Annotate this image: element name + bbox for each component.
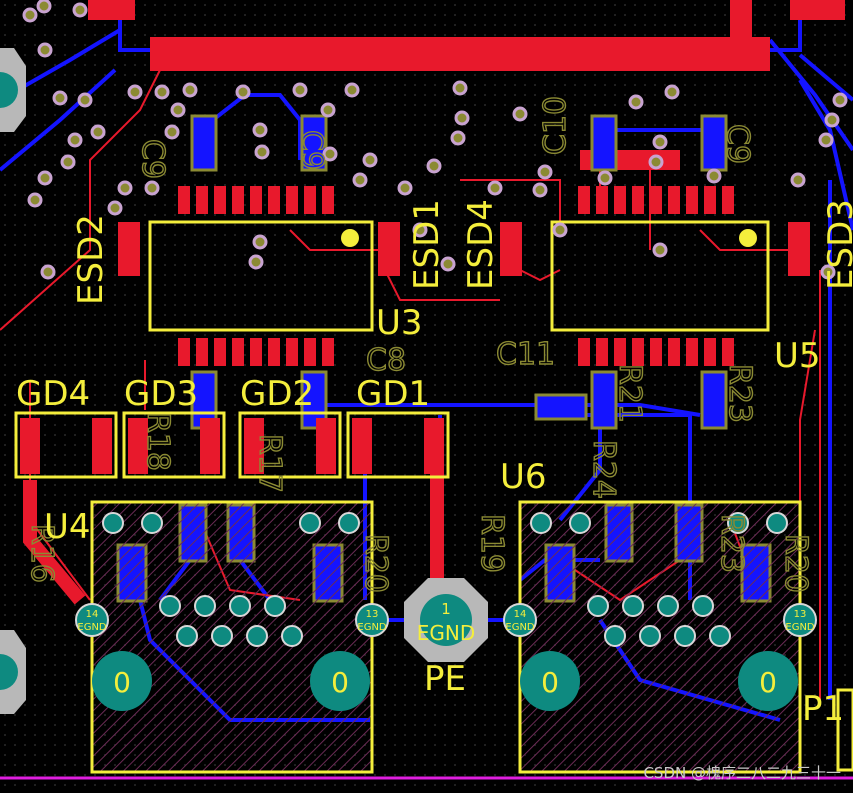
u3-pin1-dot — [341, 229, 359, 247]
gd-components — [14, 411, 450, 479]
label-c9: C9 — [135, 139, 170, 179]
u4-pad13-num: 13 — [366, 609, 379, 620]
rj45-u4 — [75, 500, 389, 774]
label-r16: R16 — [24, 524, 59, 583]
label-r20: R20 — [358, 534, 393, 593]
label-u3: U3 — [376, 303, 423, 343]
label-gd1: GD1 — [356, 374, 430, 414]
label-u4: U4 — [44, 507, 91, 547]
label-esd3: ESD3 — [821, 199, 853, 290]
label-u6: U6 — [500, 457, 547, 497]
u5-pin1-dot — [739, 229, 757, 247]
pe-pad-net: EGND — [417, 621, 476, 645]
u6-pad13-net: EGND — [785, 622, 815, 633]
u5-outline — [550, 220, 770, 332]
label-c11: C11 — [496, 337, 555, 372]
pad-labels: 1 EGND 14 EGND 13 EGND 14 EGND 13 EGND 0… — [77, 600, 815, 699]
label-gd4: GD4 — [16, 374, 90, 414]
label-r23-low: R23 — [714, 514, 749, 573]
u4-pad14-net: EGND — [77, 622, 107, 633]
u4-pad14-num: 14 — [86, 609, 99, 620]
u3-outline — [148, 220, 374, 332]
label-gd2: GD2 — [240, 374, 314, 414]
u4-hole-right: 0 — [331, 666, 349, 699]
u4-pad13-net: EGND — [357, 622, 387, 633]
label-esd4: ESD4 — [461, 199, 501, 290]
u6-hole-right: 0 — [759, 666, 777, 699]
label-esd1: ESD1 — [407, 199, 447, 290]
esd-pads — [118, 222, 810, 276]
rj45-u6 — [503, 500, 817, 774]
label-u5: U5 — [774, 336, 821, 376]
label-c9-right: C9 — [720, 124, 755, 164]
pe-pad-number: 1 — [441, 600, 451, 618]
p1-outline — [836, 688, 853, 772]
label-c9b: C9 — [294, 130, 329, 170]
u6-hole-left: 0 — [541, 666, 559, 699]
u4-hole-left: 0 — [113, 666, 131, 699]
label-r17: R17 — [252, 434, 287, 493]
label-r20-right: R20 — [778, 534, 813, 593]
bottom-silk-labels: C9 C9 C10 C9 C8 C11 R18 R17 R21 R23 R24 … — [23, 95, 813, 594]
label-gd3: GD3 — [124, 374, 198, 414]
u6-pad14-num: 14 — [514, 609, 527, 620]
u6-pad14-net: EGND — [505, 622, 535, 633]
top-silk-labels: ESD2 ESD1 ESD4 ESD3 U3 U5 GD4 GD3 GD2 GD… — [16, 199, 853, 729]
vias — [22, 0, 848, 280]
watermark: CSDN @槐序二八二九三十一 — [643, 764, 841, 782]
u6-pad13-num: 13 — [794, 609, 807, 620]
label-pe: PE — [424, 659, 466, 699]
label-r24: R24 — [586, 440, 621, 499]
label-r21: R21 — [612, 364, 647, 423]
label-c10: C10 — [538, 96, 573, 155]
label-r19: R19 — [474, 514, 509, 573]
connector-pins — [150, 37, 770, 71]
u5-pins — [578, 186, 734, 366]
label-c8: C8 — [366, 343, 406, 378]
label-esd2: ESD2 — [71, 214, 111, 305]
label-r18: R18 — [140, 412, 175, 471]
label-r23: R23 — [722, 364, 757, 423]
u3-pins — [178, 186, 334, 366]
